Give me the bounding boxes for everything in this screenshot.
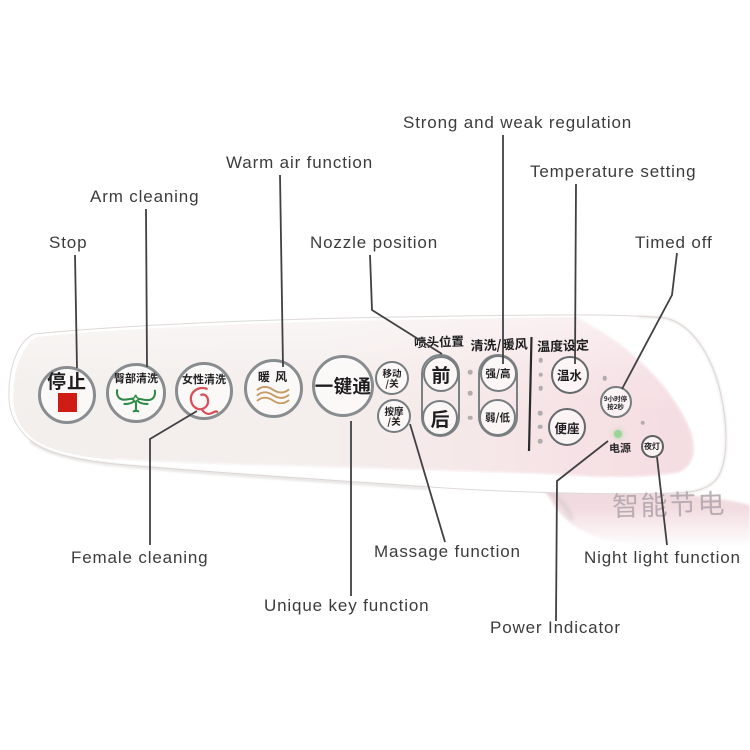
- hip-wash-button[interactable]: 臀部清洗: [106, 363, 166, 423]
- annotation-arm-cleaning: Arm cleaning: [90, 187, 200, 206]
- seat-button-label: 便座: [554, 417, 580, 437]
- annotation-warm-air: Warm air function: [226, 153, 374, 172]
- led-dot: [538, 424, 543, 429]
- annotation-power-indicator: Power Indicator: [490, 618, 621, 637]
- massage-button-label: 按摩 /关: [384, 403, 404, 428]
- power-label: 电源: [608, 439, 632, 457]
- led-dot: [538, 410, 543, 416]
- female-wash-icon: [189, 386, 219, 415]
- annotation-temperature: Temperature setting: [530, 162, 697, 181]
- led-dot: [602, 376, 608, 381]
- warm-air-button-label: 暖 风: [257, 368, 289, 385]
- led-dot: [538, 385, 544, 391]
- move-button-label: 移动 /关: [382, 365, 402, 390]
- led-dot: [640, 420, 645, 425]
- section-divider: [527, 336, 533, 452]
- leader-line-power-indicator: [555, 440, 609, 622]
- hip-wash-button-label: 臀部清洗: [114, 370, 158, 386]
- timed-off-button[interactable]: 9小时停 按2秒: [599, 386, 632, 418]
- move-button[interactable]: 移动 /关: [375, 361, 409, 395]
- led-dot: [538, 438, 543, 444]
- lid-corner-shading: [491, 474, 574, 521]
- strong-high-button[interactable]: 强/高: [479, 354, 517, 392]
- warm-water-button[interactable]: 温水: [550, 355, 589, 394]
- nozzle-back-button-label: 后: [430, 404, 450, 432]
- annotation-female-cleaning: Female cleaning: [71, 548, 209, 567]
- section-label-wash-warm-air: 清洗/暖风: [470, 333, 528, 355]
- warm-air-waves-icon: [256, 386, 290, 404]
- massage-button[interactable]: 按摩 /关: [377, 399, 411, 433]
- leader-line-stop: [74, 254, 78, 369]
- strength-pill: [478, 353, 518, 437]
- leader-line-timed-off: [621, 252, 678, 390]
- warm-water-button-label: 温水: [556, 365, 582, 384]
- one-key-button-label: 一键通: [314, 373, 372, 399]
- leader-line-warm-air: [279, 174, 284, 368]
- annotation-massage: Massage function: [374, 542, 521, 561]
- watermark-text: 智能节电: [611, 482, 727, 524]
- female-wash-button[interactable]: 女性清洗: [175, 362, 233, 420]
- annotation-nozzle-position: Nozzle position: [310, 233, 439, 252]
- warm-air-button[interactable]: 暖 风: [243, 359, 303, 418]
- led-dot: [468, 369, 473, 375]
- nozzle-front-button-label: 前: [431, 360, 451, 388]
- annotation-night-light: Night light function: [584, 548, 741, 567]
- panel-bottom-shadow: [29, 440, 429, 490]
- annotation-stop: Stop: [49, 233, 88, 252]
- stop-square-icon: [57, 393, 77, 412]
- weak-low-button[interactable]: 弱/低: [479, 399, 516, 436]
- weak-low-button-label: 弱/低: [484, 410, 511, 425]
- panel-right-edge-highlight: [637, 315, 727, 494]
- led-dot: [468, 390, 473, 396]
- led-dot: [538, 357, 544, 363]
- hip-wash-icon: [116, 389, 156, 413]
- one-key-button[interactable]: 一键通: [312, 355, 374, 417]
- timed-off-button-label: 9小时停 按2秒: [603, 393, 628, 411]
- female-wash-button-label: 女性清洗: [182, 370, 226, 387]
- led-dot: [538, 372, 544, 377]
- night-light-button-label: 夜灯: [644, 440, 660, 452]
- stop-button-label: 停止: [46, 366, 87, 394]
- section-label-temperature: 温度设定: [536, 334, 590, 356]
- annotation-timed-off: Timed off: [635, 233, 713, 252]
- nozzle-back-button[interactable]: 后: [422, 400, 458, 436]
- annotation-unique-key: Unique key function: [264, 596, 430, 615]
- strong-high-button-label: 强/高: [485, 365, 511, 381]
- night-light-button[interactable]: 夜灯: [640, 434, 664, 458]
- power-led-icon: [614, 429, 623, 438]
- leader-line-arm-cleaning: [145, 208, 148, 368]
- annotation-strong-weak: Strong and weak regulation: [403, 113, 633, 132]
- seat-button[interactable]: 便座: [548, 408, 586, 446]
- leader-line-massage: [409, 423, 446, 543]
- nozzle-front-button[interactable]: 前: [423, 356, 459, 392]
- stop-button[interactable]: 停止: [38, 365, 96, 424]
- led-dot: [468, 415, 473, 420]
- section-label-nozzle-position: 喷头位置: [413, 330, 465, 352]
- leader-line-female-cleaning: [149, 410, 198, 545]
